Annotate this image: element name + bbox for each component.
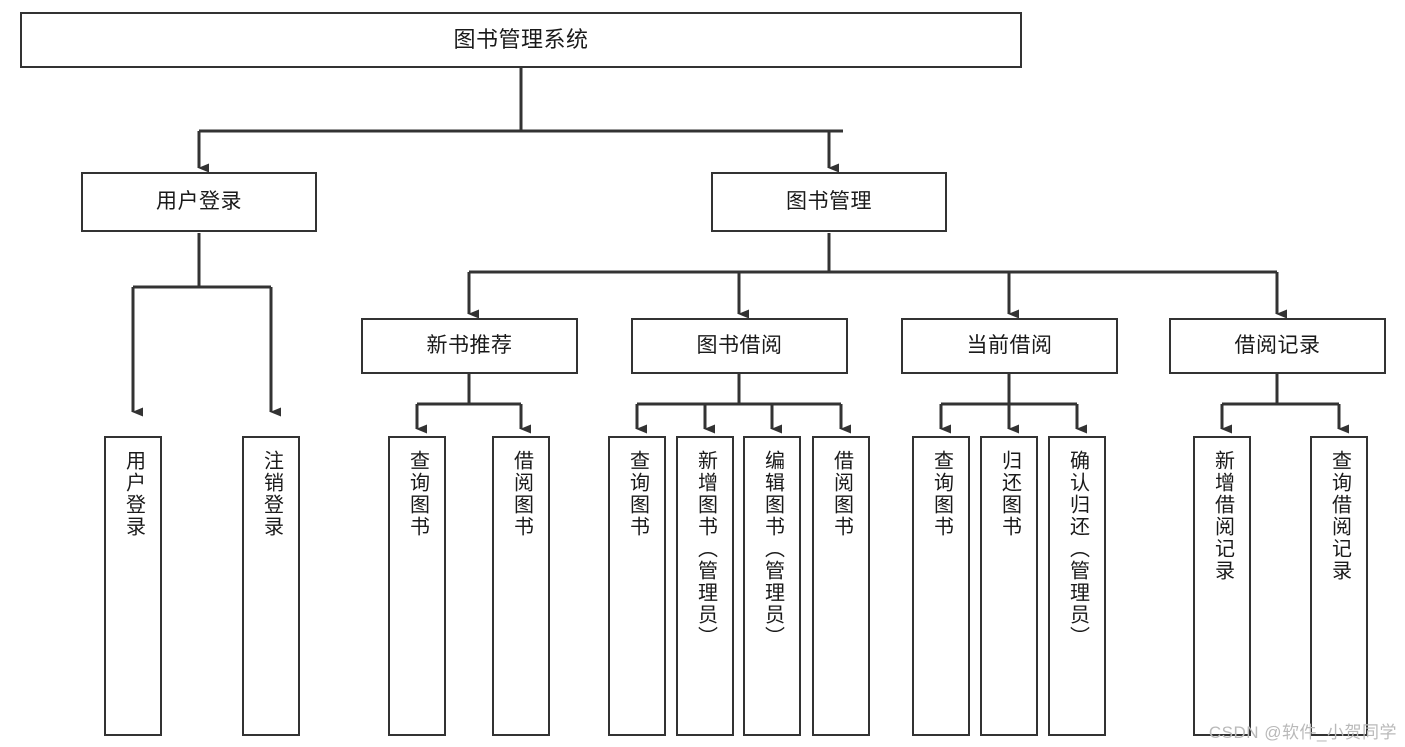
leaf-book-borrow-query-book[interactable]: 查询图书 <box>608 436 666 736</box>
leaf-book-borrow-borrow-book[interactable]: 借阅图书 <box>812 436 870 736</box>
node-label: 借阅图书 <box>510 450 533 538</box>
node-label: 新增借阅记录 <box>1211 450 1234 582</box>
node-label: 编辑图书（管理员） <box>761 450 784 648</box>
node-label: 注销登录 <box>260 450 283 538</box>
leaf-user-login-logout[interactable]: 注销登录 <box>242 436 300 736</box>
watermark-csdn: CSDN @软件_小贺同学 <box>1208 723 1397 742</box>
leaf-current-borrow-return-book[interactable]: 归还图书 <box>980 436 1038 736</box>
node-label: 新书推荐 <box>426 333 513 357</box>
leaf-user-login-login[interactable]: 用户登录 <box>104 436 162 736</box>
leaf-current-borrow-confirm-return-admin[interactable]: 确认归还（管理员） <box>1048 436 1106 736</box>
node-label: 新增图书（管理员） <box>694 450 717 648</box>
leaf-new-book-query-book[interactable]: 查询图书 <box>388 436 446 736</box>
node-label: 查询图书 <box>626 450 649 538</box>
node-label: 查询图书 <box>406 450 429 538</box>
node-root-book-management-system[interactable]: 图书管理系统 <box>20 12 1022 68</box>
node-book-management[interactable]: 图书管理 <box>711 172 947 232</box>
leaf-current-borrow-query-book[interactable]: 查询图书 <box>912 436 970 736</box>
node-label: 借阅记录 <box>1234 333 1321 357</box>
node-current-borrow[interactable]: 当前借阅 <box>901 318 1118 374</box>
node-label: 查询图书 <box>930 450 953 538</box>
node-book-borrow[interactable]: 图书借阅 <box>631 318 848 374</box>
node-label: 用户登录 <box>122 450 145 538</box>
node-label: 图书管理 <box>786 189 872 213</box>
leaf-new-book-borrow-book[interactable]: 借阅图书 <box>492 436 550 736</box>
node-label: 归还图书 <box>998 450 1021 538</box>
leaf-borrow-record-add-record[interactable]: 新增借阅记录 <box>1193 436 1251 736</box>
node-label: 当前借阅 <box>966 333 1053 357</box>
leaf-borrow-record-query-record[interactable]: 查询借阅记录 <box>1310 436 1368 736</box>
node-label: 借阅图书 <box>830 450 853 538</box>
node-label: 用户登录 <box>156 189 242 213</box>
node-new-book-recommend[interactable]: 新书推荐 <box>361 318 578 374</box>
node-user-login[interactable]: 用户登录 <box>81 172 317 232</box>
node-label: 确认归还（管理员） <box>1066 450 1089 648</box>
leaf-book-borrow-add-book-admin[interactable]: 新增图书（管理员） <box>676 436 734 736</box>
leaf-book-borrow-edit-book-admin[interactable]: 编辑图书（管理员） <box>743 436 801 736</box>
node-label: 查询借阅记录 <box>1328 450 1351 582</box>
node-borrow-record[interactable]: 借阅记录 <box>1169 318 1386 374</box>
node-label: 图书借阅 <box>696 333 783 357</box>
node-label: 图书管理系统 <box>453 26 589 52</box>
